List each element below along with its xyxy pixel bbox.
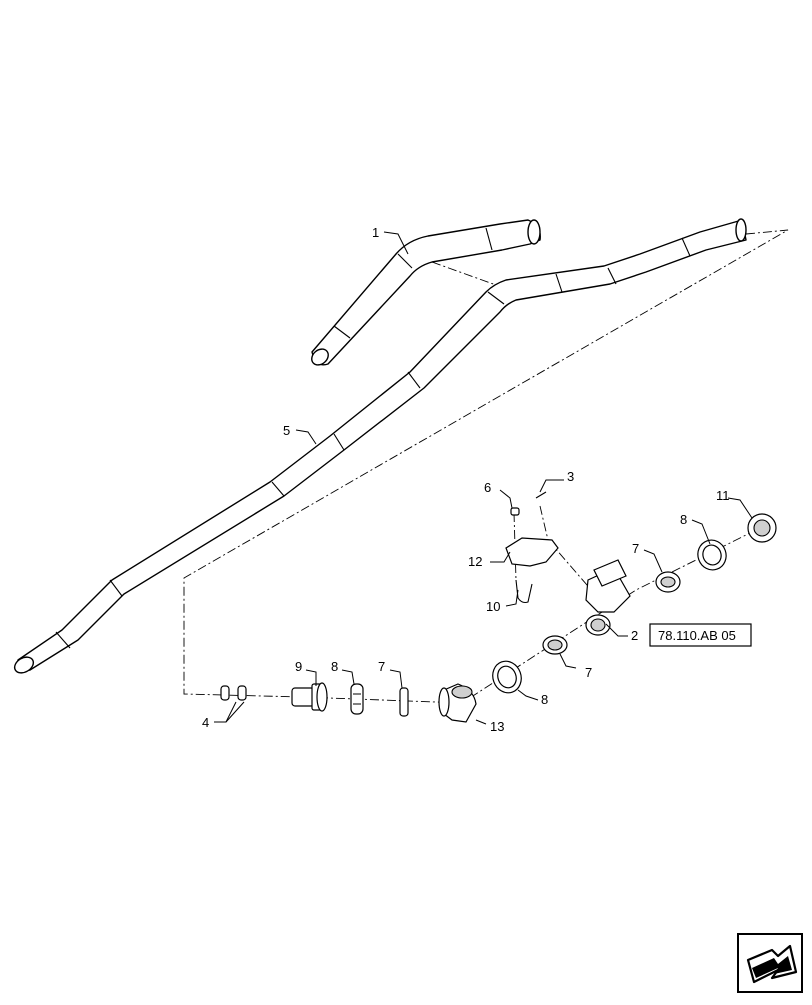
callout-7-middle: 7 xyxy=(585,665,592,680)
pipe-part-5 xyxy=(13,218,747,674)
callout-11: 11 xyxy=(716,488,730,503)
nut-part-6 xyxy=(510,507,520,516)
screw-part-3 xyxy=(535,491,547,499)
next-page-arrow-icon[interactable] xyxy=(737,933,803,993)
callout-7-left: 7 xyxy=(378,659,385,674)
callout-12: 12 xyxy=(468,554,482,569)
callout-13: 13 xyxy=(490,719,504,734)
elbow-part-13 xyxy=(438,683,477,723)
fitting-part-9 xyxy=(291,682,328,712)
callout-8-right: 8 xyxy=(680,512,687,527)
leader-lines xyxy=(214,231,753,725)
callout-8-middle: 8 xyxy=(541,692,548,707)
callout-10: 10 xyxy=(486,599,500,614)
ubolt-part-10 xyxy=(515,579,533,604)
gasket-part-7-left xyxy=(399,687,409,717)
callout-4: 4 xyxy=(202,715,209,730)
callout-6: 6 xyxy=(484,480,491,495)
callout-5: 5 xyxy=(283,423,290,438)
clamp-part-8-right xyxy=(697,539,727,571)
valve-part-2 xyxy=(585,559,631,636)
pipe-part-1 xyxy=(311,219,541,366)
reference-link[interactable]: 78.110.AB 05 xyxy=(649,623,752,647)
grommet-part-11 xyxy=(747,513,777,543)
callout-7-right: 7 xyxy=(632,541,639,556)
callout-1: 1 xyxy=(372,225,379,240)
clamp-part-8-middle xyxy=(492,660,522,694)
callout-2: 2 xyxy=(631,628,638,643)
bracket-part-12 xyxy=(505,537,559,567)
clamp-part-8-left xyxy=(350,683,364,715)
gasket-part-7-right xyxy=(655,571,681,593)
pin-part-4 xyxy=(220,685,247,701)
callout-8-left: 8 xyxy=(331,659,338,674)
callout-9: 9 xyxy=(295,659,302,674)
gasket-part-7-middle xyxy=(542,635,568,655)
callout-3: 3 xyxy=(567,469,574,484)
reference-box-label: 78.110.AB 05 xyxy=(658,628,736,643)
